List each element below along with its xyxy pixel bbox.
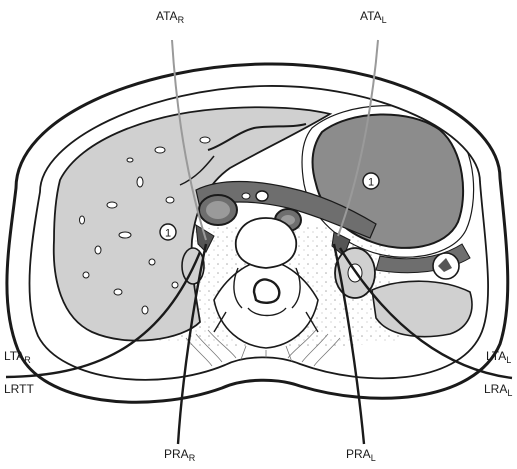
- label-lra-l: LRAL: [484, 383, 512, 398]
- label-ata-r: ATAR: [156, 10, 184, 25]
- marker-right: 1: [160, 224, 176, 240]
- label-pra-l: PRAL: [346, 448, 376, 463]
- label-lrtt: LRTT: [4, 383, 34, 395]
- label-ata-l: ATAL: [360, 10, 387, 25]
- spinal-canal: [254, 280, 279, 303]
- label-lta-l: LTAL: [486, 350, 511, 365]
- label-pra-r: PRAR: [164, 448, 195, 463]
- marker-left-label: 1: [368, 177, 374, 189]
- marker-right-label: 1: [165, 228, 171, 240]
- marker-left: 1: [363, 173, 379, 189]
- label-lta-r: LTAR: [4, 350, 31, 365]
- vertebral-body: [236, 218, 297, 268]
- superior-mesenteric-vessel: [256, 191, 268, 201]
